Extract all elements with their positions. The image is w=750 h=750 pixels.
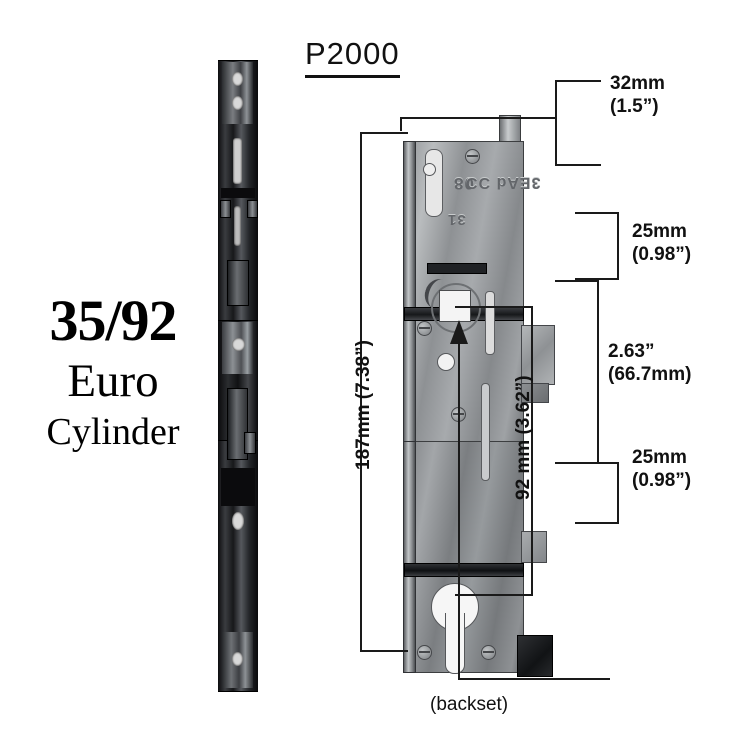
dim25b-bracket — [617, 462, 619, 524]
dim25a-line-top — [575, 212, 619, 214]
lock-faceplate-upper — [403, 141, 416, 443]
dim32-leader-tick — [400, 117, 402, 131]
lock-faceplate-lower — [403, 441, 416, 673]
backset-arrowhead — [450, 320, 468, 344]
dim32-line-bottom — [555, 164, 601, 166]
lock-screw-bottom-right — [481, 645, 496, 660]
backset-leader-horizontal — [458, 678, 610, 680]
backset-label: (backset) — [430, 694, 509, 715]
side-screw-hole-3 — [232, 652, 243, 666]
dim-263in-label: 2.63” (66.7mm) — [608, 341, 692, 386]
side-cylinder-hole — [232, 338, 245, 351]
lock-oscillation-slot — [427, 263, 487, 274]
dim92-bracket — [531, 306, 533, 596]
lock-bottom-shoe — [517, 635, 553, 677]
side-roller-left — [220, 200, 231, 218]
dim263-line-top — [555, 280, 599, 282]
dim92-line-bottom — [455, 594, 533, 596]
lock-case-lower — [410, 441, 524, 673]
side-slot-upper — [233, 138, 242, 184]
dim187-line-bottom — [360, 650, 408, 652]
page-title: P2000 — [305, 36, 400, 78]
side-roller-right — [247, 200, 258, 218]
dim92-line-top — [455, 306, 533, 308]
dim187-bracket — [360, 132, 362, 652]
caption-size: 35/92 — [49, 288, 177, 353]
lock-pinhole-top — [423, 163, 436, 176]
side-latch-bolt — [227, 388, 248, 460]
backset-leader-vertical — [458, 334, 460, 680]
lock-deadbolt-lower — [404, 563, 524, 577]
dim25a-bracket — [617, 212, 619, 280]
dim-187mm-label: 187mm (7.38”) — [353, 340, 374, 470]
lock-pin-slot-upper — [485, 291, 495, 355]
dim-92mm-label: 92 mm (3.62”) — [513, 375, 534, 500]
dim263-bracket — [597, 280, 599, 464]
dim-25mm-lower-label: 25mm (0.98”) — [632, 447, 692, 492]
dim32-bracket — [555, 80, 557, 166]
caption-euro: Euro — [67, 355, 159, 407]
side-slot-mid — [234, 206, 241, 246]
side-screw-hole-2 — [232, 96, 243, 110]
cylinder-caption: 35/92 Euro Cylinder — [8, 288, 218, 453]
side-lower-hole — [232, 512, 244, 530]
side-shadow-1 — [221, 188, 255, 198]
dim32-leader — [400, 117, 555, 119]
lock-screw-bottom-left — [417, 645, 432, 660]
lock-keeper-tab — [521, 383, 549, 403]
lock-slot-long — [425, 149, 443, 217]
lock-follower-hole — [437, 353, 455, 371]
lock-pin-slot-lower — [481, 383, 490, 481]
lock-front-view: 08 3EAd ƆƆ 31 — [403, 115, 578, 677]
lock-side-view — [218, 60, 258, 692]
lock-screw-top — [465, 149, 480, 164]
dim25a-line-bottom — [575, 278, 619, 280]
dim-25mm-upper-label: 25mm (0.98”) — [632, 221, 692, 266]
side-screw-hole-1 — [232, 72, 243, 86]
lock-keeper-upper — [521, 325, 555, 385]
dim32-line-top — [555, 80, 601, 82]
euro-cylinder-cutout — [431, 583, 479, 679]
side-latch-nub — [244, 432, 256, 454]
dim187-line-top — [360, 132, 408, 134]
dim25b-line-bottom — [575, 522, 619, 524]
lock-screw-mid-left — [417, 321, 432, 336]
euro-cylinder-cam-slot — [445, 613, 465, 674]
side-shadow-2 — [221, 468, 255, 506]
side-hook-bolt-upper — [227, 260, 249, 306]
lock-latch-bolt — [521, 531, 547, 563]
embossed-code-3: 31 — [447, 211, 466, 228]
dim25b-line-top — [575, 462, 619, 464]
caption-cylinder: Cylinder — [46, 411, 180, 453]
dim-32mm-label: 32mm (1.5”) — [610, 73, 665, 118]
embossed-code-2: 3EAd ƆƆ — [465, 174, 541, 191]
